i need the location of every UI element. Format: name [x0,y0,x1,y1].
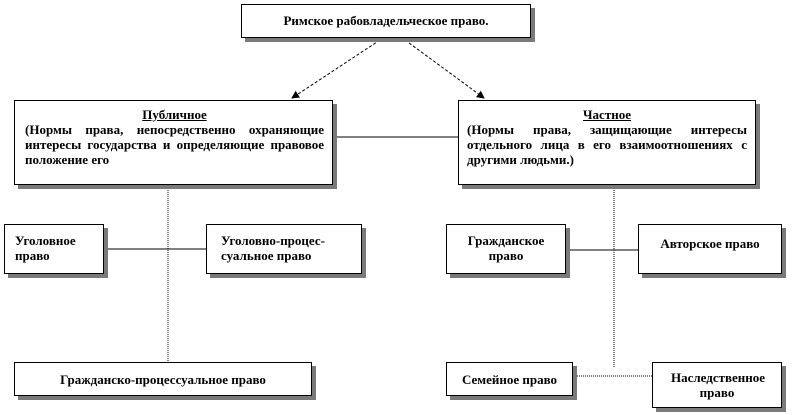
family-law-label: Семейное право [461,372,558,387]
arrow-root-to-private [404,39,485,99]
civil-law-box: Гражданское право [446,224,566,274]
criminal-law-box: Уголовное право [4,224,104,274]
criminal-procedure-law-box: Уголовно-процес-суальное право [206,224,362,274]
public-box: Публичное (Нормы права, непосредственно … [14,100,333,185]
inheritance-law-box: Наследственное право [652,362,782,408]
root-label: Римское рабовладельческое право. [283,13,489,28]
inheritance-law-label: Наследственное право [671,370,766,400]
private-description: (Нормы права, защищающие интересы отдель… [467,122,747,167]
arrow-root-to-public [291,39,381,99]
criminal-procedure-law-label: Уголовно-процес-суальное право [221,233,325,263]
copyright-law-label: Авторское право [660,236,760,251]
public-description: (Нормы права, непосредственно охраняющие… [25,122,324,167]
civil-law-label: Гражданское право [467,233,545,263]
root-box: Римское рабовладельческое право. [241,4,531,38]
private-box: Частное (Нормы права, защищающие интерес… [458,100,756,185]
civil-procedure-law-box: Гражданско-процессуальное право [14,362,312,396]
criminal-law-label: Уголовное право [15,233,76,263]
private-title: Частное [583,107,631,122]
civil-procedure-law-label: Гражданско-процессуальное право [60,372,266,387]
copyright-law-box: Авторское право [638,224,782,274]
public-title: Публичное [142,107,207,122]
family-law-box: Семейное право [446,362,573,396]
